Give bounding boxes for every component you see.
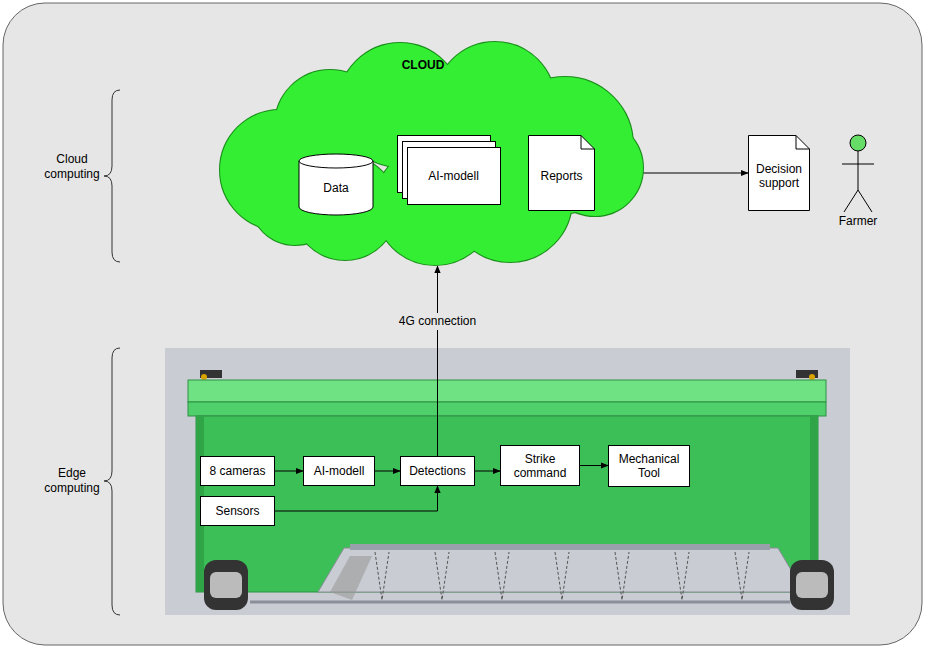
node-text: Farmer xyxy=(839,214,878,228)
process-box: 8 cameras xyxy=(200,456,275,486)
connector-label: 4G connection xyxy=(396,313,479,330)
arrow-connector xyxy=(475,471,500,472)
section-label: Edge computing xyxy=(40,466,104,496)
arrow-connector xyxy=(275,486,438,511)
process-box: AI-modell xyxy=(303,456,375,486)
node-text: AI-modell xyxy=(314,464,365,478)
document-shape: Decision support xyxy=(748,135,810,211)
section-label: Cloud computing xyxy=(40,152,104,182)
arrow-connector xyxy=(437,266,438,456)
arrow-connector xyxy=(275,471,303,472)
bracket xyxy=(104,90,120,262)
process-box: Sensors xyxy=(200,496,275,526)
model-stack: AI-modell xyxy=(397,135,500,205)
arrow-connector xyxy=(580,465,608,466)
document-shape: Reports xyxy=(528,135,595,211)
database-cylinder: Data xyxy=(298,153,374,215)
node-text: Reports xyxy=(540,169,582,183)
bracket xyxy=(104,348,120,615)
node-text: AI-modell xyxy=(428,169,479,183)
actor-figure: Farmer xyxy=(828,130,888,230)
robot-illustration xyxy=(165,348,850,615)
node-text: Data xyxy=(323,181,348,195)
node-text: CLOUD xyxy=(402,58,445,72)
process-box: Strike command xyxy=(500,445,580,486)
node-text: Mechanical Tool xyxy=(613,452,685,480)
cloud-region: CLOUD Data AI-modell Reports xyxy=(205,40,645,270)
process-box: Mechanical Tool xyxy=(608,445,690,487)
node-text: 8 cameras xyxy=(209,464,265,478)
node-text: Sensors xyxy=(215,504,259,518)
outer-frame xyxy=(3,3,922,645)
node-text: Strike command xyxy=(505,452,575,480)
arrow-connector xyxy=(375,471,400,472)
process-box: Detections xyxy=(400,456,475,486)
node-text: Decision support xyxy=(752,162,806,190)
node-text: Detections xyxy=(409,464,466,478)
